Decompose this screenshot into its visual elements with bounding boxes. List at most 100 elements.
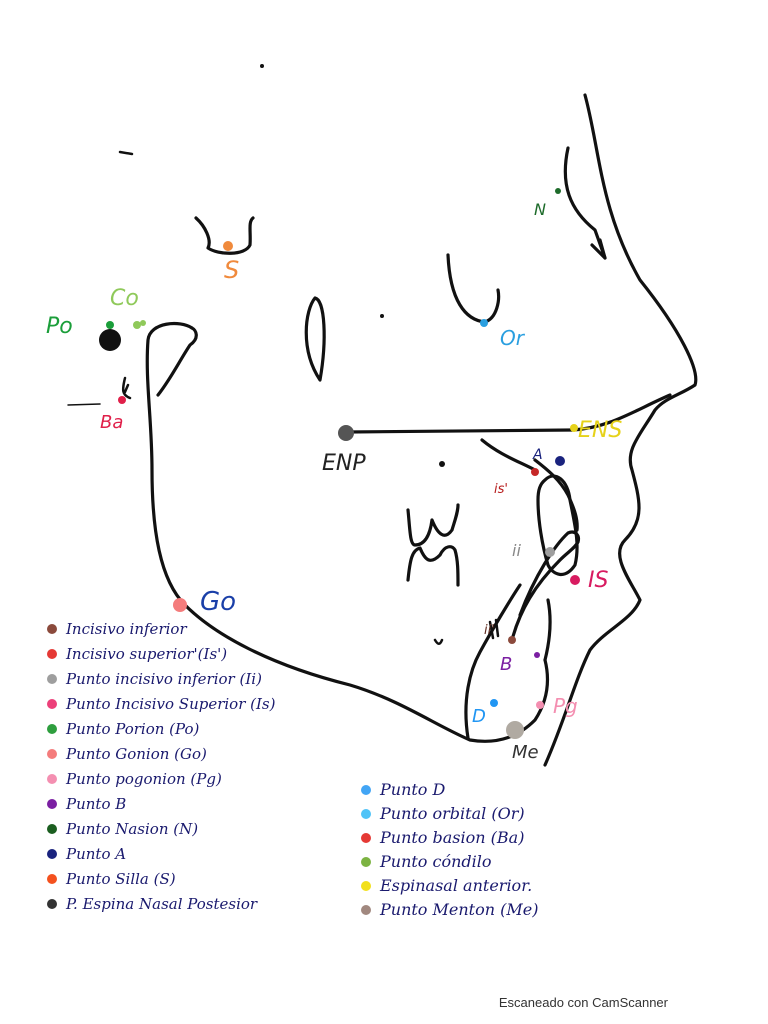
upper-incisor	[536, 474, 579, 576]
Go-point	[173, 598, 187, 612]
legend-right-dot-4	[361, 881, 371, 891]
scanner-footer: Escaneado con CamScanner	[498, 995, 668, 1010]
label-is_sup: is'	[494, 482, 508, 497]
mark-tick-2	[123, 383, 130, 394]
nasal-bone-line	[563, 146, 607, 260]
mark-tick-4	[488, 620, 495, 640]
label-B: B	[500, 654, 512, 675]
legend-left-label-2: Punto incisivo inferior (Ii)	[65, 670, 262, 688]
legend-left-dot-8	[47, 824, 57, 834]
legend-left-label-8: Punto Nasion (N)	[65, 820, 198, 838]
is-sup-point	[531, 468, 539, 476]
Me-point	[506, 721, 524, 739]
label-IS: IS	[588, 568, 608, 593]
legend-left-dot-11	[47, 899, 57, 909]
legend-left-label-11: P. Espina Nasal Postesior	[65, 895, 258, 913]
legend-left-dot-0	[47, 624, 57, 634]
legend-right-dot-0	[361, 785, 371, 795]
D-point	[490, 699, 498, 707]
soft-tissue-profile	[543, 93, 698, 767]
ENP-point	[338, 425, 354, 441]
legend-left-label-0: Incisivo inferior	[65, 620, 187, 638]
legend-left-dot-5	[47, 749, 57, 759]
ii-point	[545, 547, 555, 557]
label-N: N	[534, 200, 546, 219]
legend-left-label-9: Punto A	[65, 845, 126, 863]
legend-left-dot-7	[47, 799, 57, 809]
legend-left-label-5: Punto Gonion (Go)	[65, 745, 207, 763]
nasal-arrow-head	[590, 238, 607, 260]
Ba-point	[118, 396, 126, 404]
dot-mark-2	[439, 461, 445, 467]
dot-mark-1	[260, 64, 264, 68]
legend-left-dot-4	[47, 724, 57, 734]
molar-crown-lower	[406, 545, 460, 587]
legend-right-dot-1	[361, 809, 371, 819]
legend-right-dot-5	[361, 905, 371, 915]
orbit-contour	[446, 253, 501, 324]
label-ii: ii	[512, 541, 521, 560]
label-ENP: ENP	[322, 451, 366, 476]
label-Pg: Pg	[553, 694, 578, 718]
symphysis-contour	[464, 583, 522, 740]
legend-left-dot-10	[47, 874, 57, 884]
label-ENS: ENS	[578, 418, 622, 443]
legend-left-label-10: Punto Silla (S)	[65, 870, 176, 888]
legend-left-dot-9	[47, 849, 57, 859]
legend-left-label-7: Punto B	[65, 795, 126, 813]
legend-right-label-1: Punto orbital (Or)	[379, 804, 525, 823]
pterygomaxillary-fissure	[304, 296, 326, 382]
Po-green-point	[106, 321, 114, 329]
IS-point	[570, 575, 580, 585]
legend-left-label-3: Punto Incisivo Superior (Is)	[65, 695, 276, 713]
Or-point	[480, 319, 488, 327]
label-ii_low: ii'	[484, 623, 495, 638]
landmark-points	[99, 188, 580, 739]
palatal-plane	[346, 428, 574, 434]
label-S: S	[224, 256, 239, 284]
Po-point	[99, 329, 121, 351]
Co-point-2	[140, 320, 146, 326]
legend-right-label-4: Espinasal anterior.	[379, 876, 532, 895]
legend-right-label-5: Punto Menton (Me)	[379, 900, 538, 919]
palatal-plane-front	[570, 393, 672, 432]
legend-left-label-1: Incisivo superior'(Is')	[65, 645, 227, 663]
Pg-point	[536, 701, 544, 709]
sella-turcica	[194, 216, 255, 255]
Co-point-1	[133, 321, 141, 329]
upper-alveolar	[480, 438, 537, 472]
legend-right-label-2: Punto basion (Ba)	[379, 828, 524, 847]
label-A: A	[532, 447, 543, 463]
legend-left-label-6: Punto pogonion (Pg)	[65, 770, 222, 788]
label-Po: Po	[46, 314, 73, 339]
legend-right-dot-2	[361, 833, 371, 843]
label-Me: Me	[512, 742, 539, 763]
condyle-back	[156, 326, 198, 397]
upper-incisor-root	[533, 458, 579, 532]
dot-mark-3	[380, 314, 384, 318]
ENS-point	[570, 424, 578, 432]
molar-crown-upper	[406, 503, 460, 547]
label-Or: Or	[500, 326, 526, 350]
mark-tick-5	[494, 618, 500, 638]
label-D: D	[472, 706, 486, 727]
legend-left-dot-3	[47, 699, 57, 709]
N-point	[555, 188, 561, 194]
legend-right-label-3: Punto cóndilo	[379, 852, 492, 871]
mark-tick-1	[118, 150, 134, 156]
symphysis-front	[543, 598, 552, 662]
label-Co: Co	[110, 286, 139, 311]
legend-left-dot-6	[47, 774, 57, 784]
B-point	[534, 652, 540, 658]
ba-line	[67, 403, 101, 406]
legend-left-dot-2	[47, 674, 57, 684]
ba-arrow	[121, 376, 132, 400]
legend-right-label-0: Punto D	[379, 780, 446, 799]
ii-low-point	[508, 636, 516, 644]
label-Ba: Ba	[100, 412, 123, 433]
legend-left-dot-1	[47, 649, 57, 659]
legend-right-dot-3	[361, 857, 371, 867]
